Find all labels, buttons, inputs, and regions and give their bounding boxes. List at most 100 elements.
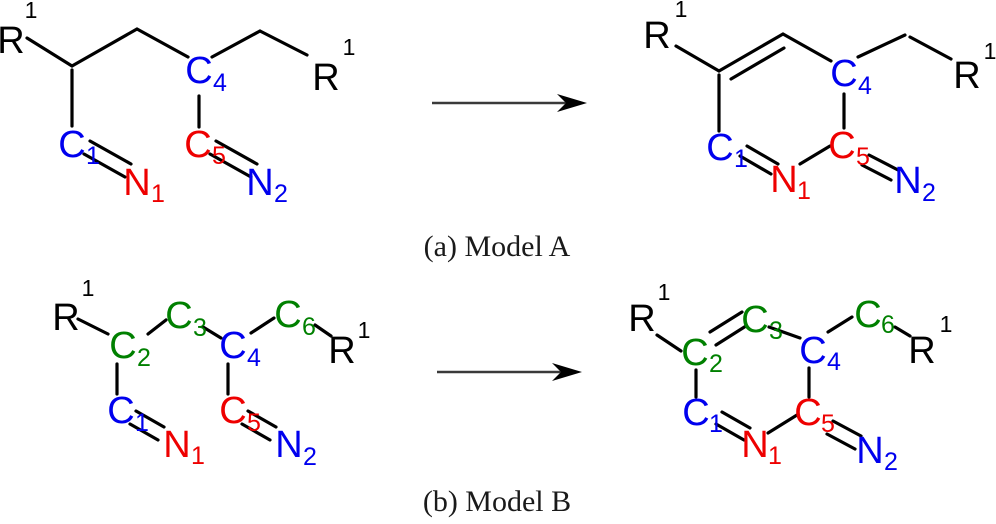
atom-label-c1: C 1 [107,390,149,437]
atom-label-r-left: R 1 [52,275,94,339]
model-a-reactant-structure: R 1 C 4 R 1 C 1 N 1 C 5 N 2 [0,0,355,208]
bond [893,325,912,338]
svg-text:1: 1 [734,145,748,173]
svg-text:2: 2 [137,344,151,372]
atom-label-n2: N 2 [894,160,936,207]
svg-text:1: 1 [768,442,782,470]
triple-bond-line [246,409,278,429]
double-bond-line [745,144,780,166]
bond [674,44,721,73]
svg-text:1: 1 [358,317,371,343]
double-bond-line [708,310,744,334]
atom-label-c4: C 4 [185,50,227,97]
svg-text:C: C [794,392,821,434]
svg-text:R: R [908,330,935,372]
atom-label-c5: C 5 [794,392,835,438]
double-bond-line [825,432,857,451]
svg-text:1: 1 [709,410,723,438]
atom-label-c3: C 3 [165,295,207,342]
arrow-head [552,363,582,381]
svg-text:N: N [163,424,190,466]
svg-text:C: C [706,127,733,169]
svg-text:C: C [165,295,192,337]
triple-bond-line [240,422,272,442]
svg-text:R: R [628,298,655,340]
svg-text:2: 2 [922,179,936,207]
svg-text:4: 4 [858,72,872,100]
svg-text:C: C [219,390,246,432]
double-bond-line [860,163,893,182]
svg-text:C: C [828,125,855,167]
svg-text:2: 2 [884,448,898,476]
svg-text:6: 6 [302,313,316,341]
model-b-reactant-structure: R 1 C 2 C 3 C 4 C 6 R 1 C 1 N 1 [52,275,370,471]
svg-text:C: C [681,332,708,374]
svg-text:1: 1 [675,0,688,22]
atom-label-n2: N 2 [275,424,317,471]
atom-label-r-right: R 1 [953,38,996,97]
svg-text:1: 1 [135,409,149,437]
atom-label-c2: C 2 [109,325,151,372]
model-a-product-bonds [674,32,953,182]
caption-model-a: (a) Model A [424,230,571,263]
svg-text:1: 1 [151,180,165,208]
bond [201,325,223,340]
model-a-reactant-bonds [25,27,309,179]
triple-bond-line [134,409,166,429]
svg-text:N: N [894,160,921,202]
bond [76,317,110,336]
bond [146,318,168,336]
svg-text:3: 3 [193,314,207,342]
model-b-product-bonds [655,310,912,451]
svg-text:1: 1 [658,279,671,305]
svg-text:R: R [0,20,25,62]
svg-text:C: C [799,330,826,372]
model-a-product-structure: R 1 C 4 R 1 C 1 N 1 C 5 N 2 [643,0,996,207]
atom-label-n1: N 1 [123,162,165,208]
reaction-arrow-a [432,94,587,112]
bond [856,33,907,59]
atom-label-c5: C 5 [828,125,870,171]
svg-text:4: 4 [247,344,261,372]
svg-text:5: 5 [821,410,835,438]
atom-label-n2: N 2 [856,430,898,476]
atom-label-r-right: R 1 [312,34,355,99]
svg-text:4: 4 [827,348,841,376]
svg-text:N: N [123,162,150,204]
atom-label-c4: C 4 [830,53,872,100]
atom-label-n1: N 1 [770,159,811,205]
svg-text:C: C [741,299,768,341]
svg-text:1: 1 [984,38,996,64]
svg-text:C: C [58,124,85,166]
atom-label-r-right: R 1 [908,311,952,372]
double-bond-line [717,32,785,73]
svg-text:2: 2 [303,443,317,471]
svg-text:N: N [770,159,797,201]
ring-bond-n1-c5 [798,144,832,166]
bond [25,36,74,68]
atom-label-c6: C 6 [854,294,895,339]
triple-bond-line [82,152,127,179]
svg-text:6: 6 [881,311,895,339]
bond [258,29,309,57]
bond [655,333,683,353]
svg-text:5: 5 [856,143,870,171]
atom-label-r-left: R 1 [0,0,37,62]
svg-text:1: 1 [25,0,38,23]
arrow-head [557,94,587,112]
atom-label-n2: N 2 [246,162,288,208]
double-bond-line [867,153,900,172]
triple-bond-line [88,139,133,166]
double-bond-line [831,419,863,438]
atom-label-r-right: R 1 [328,317,370,372]
svg-text:1: 1 [82,275,95,301]
svg-text:C: C [109,325,136,367]
triple-bond-line [208,152,253,179]
atom-label-c1: C 1 [58,124,100,170]
svg-text:C: C [107,390,134,432]
svg-text:5: 5 [247,409,261,437]
bond [70,27,139,68]
bond [781,32,833,63]
double-bond-line [714,324,748,347]
